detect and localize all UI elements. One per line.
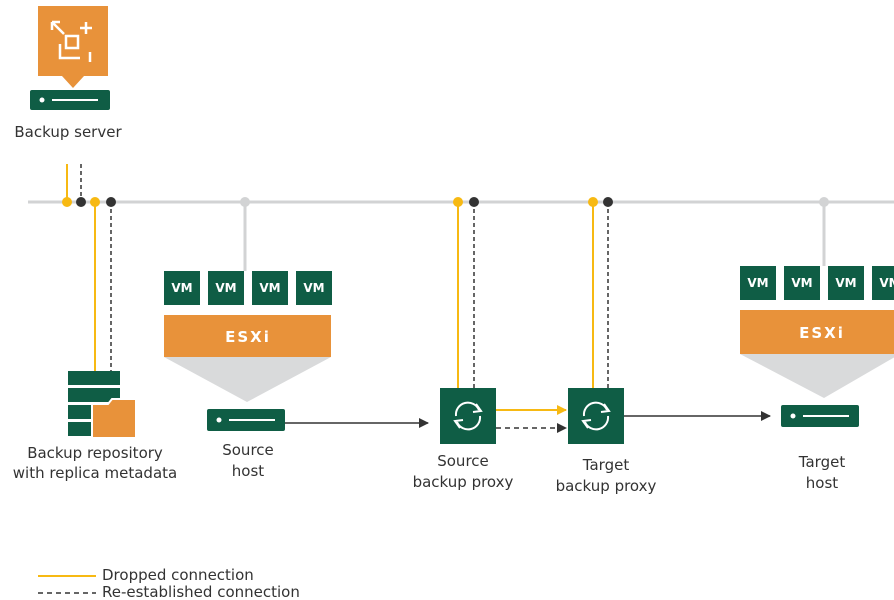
source-host: VM VM VM VM ESXi Source host bbox=[164, 197, 332, 480]
sync-arrows-icon bbox=[440, 388, 496, 444]
vm-box bbox=[828, 266, 864, 300]
source-proxy-label-line2: backup proxy bbox=[413, 473, 514, 491]
backup-server: Backup server bbox=[14, 6, 122, 141]
source-host-label-line2: host bbox=[232, 462, 264, 480]
connection-dot bbox=[603, 197, 613, 207]
connection-dot bbox=[588, 197, 598, 207]
vm-label: VM bbox=[171, 281, 192, 295]
vm-box bbox=[784, 266, 820, 300]
vm-box bbox=[296, 271, 332, 305]
esxi-label: ESXi bbox=[799, 324, 845, 342]
esxi-bar bbox=[164, 315, 331, 357]
vm-box bbox=[252, 271, 288, 305]
target-host: VM VM VM VM ESXi Target host bbox=[740, 197, 894, 492]
connection-dot bbox=[240, 197, 250, 207]
vm-label: VM bbox=[835, 276, 856, 290]
connection-dot bbox=[453, 197, 463, 207]
esxi-label: ESXi bbox=[225, 328, 271, 346]
connection-dot bbox=[90, 197, 100, 207]
vm-box bbox=[872, 266, 894, 300]
veeam-logo-icon bbox=[38, 6, 108, 88]
host-funnel bbox=[740, 354, 894, 398]
vm-label: VM bbox=[791, 276, 812, 290]
database-folder-icon bbox=[68, 371, 137, 439]
server-icon bbox=[30, 90, 110, 110]
connection-dot bbox=[62, 197, 72, 207]
source-proxy-label-line1: Source bbox=[437, 452, 489, 470]
vm-box bbox=[164, 271, 200, 305]
vm-label: VM bbox=[747, 276, 768, 290]
server-icon bbox=[207, 409, 285, 431]
connection-dot bbox=[469, 197, 479, 207]
server-icon bbox=[781, 405, 859, 427]
repository-label-line1: Backup repository bbox=[27, 444, 163, 462]
backup-repository: Backup repository with replica metadata bbox=[13, 371, 177, 482]
sync-arrows-icon bbox=[568, 388, 624, 444]
target-host-label-line2: host bbox=[806, 474, 838, 492]
target-host-label-line1: Target bbox=[798, 453, 846, 471]
vm-label: VM bbox=[303, 281, 324, 295]
legend-dropped-label: Dropped connection bbox=[102, 566, 254, 584]
repository-label-line2: with replica metadata bbox=[13, 464, 177, 482]
legend: Dropped connection Re-established connec… bbox=[38, 566, 300, 600]
vm-label: VM bbox=[879, 276, 894, 290]
vm-row: VM VM VM VM bbox=[740, 266, 894, 300]
connection-dot bbox=[76, 197, 86, 207]
connection-dot bbox=[106, 197, 116, 207]
legend-reestablished-label: Re-established connection bbox=[102, 583, 300, 600]
connection-dot bbox=[819, 197, 829, 207]
backup-server-label: Backup server bbox=[14, 123, 122, 141]
vm-box bbox=[208, 271, 244, 305]
target-proxy-label-line2: backup proxy bbox=[556, 477, 657, 495]
target-backup-proxy: Target backup proxy bbox=[556, 197, 657, 495]
vm-label: VM bbox=[215, 281, 236, 295]
target-proxy-label-line1: Target bbox=[582, 456, 630, 474]
vm-row: VM VM VM VM bbox=[164, 271, 332, 305]
vm-box bbox=[740, 266, 776, 300]
source-host-label-line1: Source bbox=[222, 441, 274, 459]
source-backup-proxy: Source backup proxy bbox=[413, 197, 514, 491]
vm-label: VM bbox=[259, 281, 280, 295]
esxi-bar bbox=[740, 310, 894, 354]
host-funnel bbox=[164, 357, 331, 402]
